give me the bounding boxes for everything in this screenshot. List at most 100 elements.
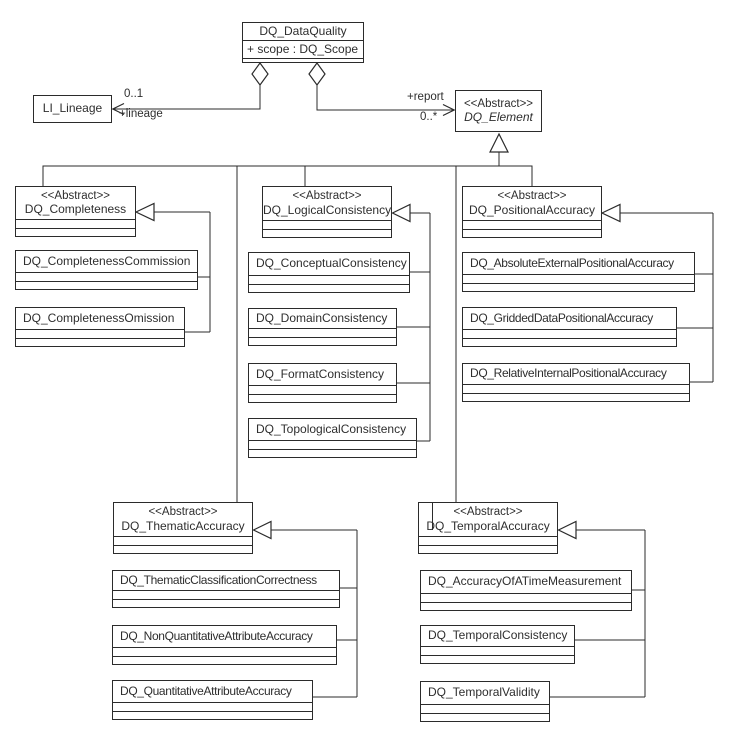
operations-compartment <box>114 544 252 554</box>
class-name: DQ_FormatConsistency <box>256 366 385 381</box>
attributes-compartment <box>249 440 416 449</box>
stray-line-artifact <box>432 502 433 530</box>
class-dq-positionalaccuracy: <<Abstract>> DQ_PositionalAccuracy <box>462 186 602 238</box>
attributes-compartment <box>113 647 336 656</box>
class-name: DQ_CompletenessOmission <box>23 310 175 325</box>
aggregation-diamond-report <box>308 61 326 87</box>
class-title: DQ_TemporalValidity <box>421 682 549 704</box>
class-name: DQ_TemporalValidity <box>428 685 540 700</box>
class-dq-completenessomission: DQ_CompletenessOmission <box>15 307 185 347</box>
stereotype-label: <<Abstract>> <box>40 189 111 202</box>
class-dq-accuracyofatimemeasurement: DQ_AccuracyOfATimeMeasurement <box>420 570 632 611</box>
class-dq-domainconsistency: DQ_DomainConsistency <box>248 308 397 346</box>
class-name: DQ_Completeness <box>24 202 127 217</box>
generalization-triangle-positional <box>600 203 621 223</box>
class-title: DQ_CompletenessCommission <box>16 251 197 272</box>
multiplicity-lineage: 0..1 <box>124 88 144 100</box>
aggregation-link-lineage <box>113 85 261 110</box>
class-name: DQ_QuantitativeAttributeAccuracy <box>120 683 292 698</box>
gen-line-positional <box>620 212 714 383</box>
class-title: <<Abstract>> DQ_ThematicAccuracy <box>114 503 252 536</box>
class-title: <<Abstract>> DQ_TemporalAccuracy <box>419 503 557 536</box>
attributes-compartment <box>463 329 676 338</box>
stereotype-label: <<Abstract>> <box>463 97 534 110</box>
stereotype-label: <<Abstract>> <box>292 190 362 203</box>
class-dq-completenesscommission: DQ_CompletenessCommission <box>15 250 198 290</box>
operations-compartment <box>421 654 574 664</box>
class-title: <<Abstract>> DQ_LogicalConsistency <box>263 187 391 220</box>
open-arrowhead-report <box>442 103 456 117</box>
class-dq-nonquantitativeattributeaccuracy: DQ_NonQuantitativeAttributeAccuracy <box>112 625 337 665</box>
operations-compartment <box>113 598 339 608</box>
class-title: DQ_FormatConsistency <box>249 364 396 385</box>
class-name: DQ_AccuracyOfATimeMeasurement <box>428 574 622 589</box>
class-dq-completeness: <<Abstract>> DQ_Completeness <box>15 186 136 237</box>
class-dq-topologicalconsistency: DQ_TopologicalConsistency <box>248 418 417 458</box>
class-dq-logicalconsistency: <<Abstract>> DQ_LogicalConsistency <box>262 186 392 238</box>
gen-line-logical <box>397 212 431 442</box>
class-name: DQ_ThematicClassificationCorrectness <box>120 572 317 587</box>
generalization-trunk-line <box>42 165 533 186</box>
operations-compartment <box>463 392 689 402</box>
attributes-compartment <box>463 384 689 393</box>
aggregation-link-report <box>316 85 454 111</box>
class-title: DQ_AccuracyOfATimeMeasurement <box>421 571 631 593</box>
gen-line-thematic <box>271 529 358 698</box>
class-title: DQ_ConceptualConsistency <box>249 253 409 275</box>
attributes-compartment <box>113 702 312 711</box>
class-title: DQ_RelativeInternalPositionalAccuracy <box>463 364 689 384</box>
operations-compartment <box>463 337 676 347</box>
attributes-compartment <box>421 646 574 655</box>
class-name: DQ_CompletenessCommission <box>23 253 191 268</box>
class-dq-element: <<Abstract>> DQ_Element <box>455 90 542 132</box>
class-name: DQ_NonQuantitativeAttributeAccuracy <box>120 628 313 643</box>
role-lineage: +lineage <box>119 108 163 120</box>
attributes-compartment <box>263 220 391 229</box>
generalization-triangle-thematic <box>252 520 272 540</box>
operations-compartment <box>421 601 631 611</box>
attributes-compartment <box>16 329 184 338</box>
class-dq-temporalvalidity: DQ_TemporalValidity <box>420 681 550 722</box>
class-name: DQ_Element <box>464 110 533 125</box>
class-dq-relativeinternalpositionalaccuracy: DQ_RelativeInternalPositionalAccuracy <box>462 363 690 402</box>
operations-compartment <box>243 57 363 63</box>
class-title: DQ_DomainConsistency <box>249 309 396 328</box>
class-name: DQ_TemporalAccuracy <box>426 518 550 533</box>
multiplicity-report: 0..* <box>420 111 438 123</box>
class-dq-absoluteexternalpositionalaccuracy: DQ_AbsoluteExternalPositionalAccuracy <box>462 252 695 292</box>
class-dq-quantitativeattributeaccuracy: DQ_QuantitativeAttributeAccuracy <box>112 680 313 720</box>
class-title: LI_Lineage <box>34 96 111 122</box>
class-title: <<Abstract>> DQ_Element <box>456 91 541 131</box>
class-dq-dataquality: DQ_DataQuality + scope : DQ_Scope <box>242 22 364 63</box>
class-dq-temporalconsistency: DQ_TemporalConsistency <box>420 625 575 664</box>
attributes-compartment <box>419 536 557 545</box>
class-title: <<Abstract>> DQ_PositionalAccuracy <box>463 187 601 220</box>
stereotype-label: <<Abstract>> <box>453 506 523 519</box>
class-name: DQ_RelativeInternalPositionalAccuracy <box>470 366 667 381</box>
generalization-triangle-element <box>489 132 509 153</box>
attributes-compartment <box>249 385 396 394</box>
open-arrowhead-lineage <box>111 102 125 116</box>
operations-compartment <box>113 710 312 720</box>
operations-compartment <box>249 448 416 458</box>
class-title: DQ_ThematicClassificationCorrectness <box>113 571 339 590</box>
class-name: DQ_PositionalAccuracy <box>468 202 596 217</box>
operations-compartment <box>113 655 336 665</box>
generalization-triangle-completeness <box>134 202 155 222</box>
attributes-compartment <box>16 219 135 228</box>
class-dq-thematicclassificationcorrectness: DQ_ThematicClassificationCorrectness <box>112 570 340 608</box>
class-dq-griddeddatapositionalaccuracy: DQ_GriddedDataPositionalAccuracy <box>462 307 677 347</box>
attributes-compartment <box>249 275 409 284</box>
generalization-triangle-logical <box>391 203 411 223</box>
class-name: LI_Lineage <box>42 101 103 116</box>
operations-compartment <box>16 337 184 347</box>
attributes-compartment <box>114 536 252 545</box>
class-title: DQ_DataQuality <box>243 23 363 40</box>
gen-line-completeness <box>154 211 211 333</box>
class-title: <<Abstract>> DQ_Completeness <box>16 187 135 219</box>
class-name: DQ_DomainConsistency <box>256 310 388 325</box>
attributes-compartment <box>16 272 197 281</box>
class-name: DQ_DataQuality <box>259 23 347 38</box>
